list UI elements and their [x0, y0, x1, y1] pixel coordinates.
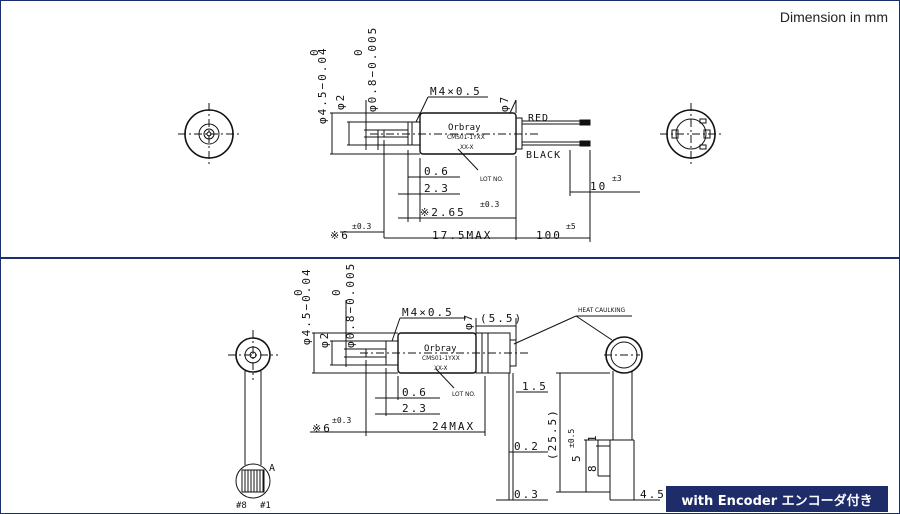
top-lot-label: LOT NO.	[480, 175, 504, 183]
bottom-dim-phi45: φ4.5−0.04	[300, 267, 313, 345]
bottom-dim-4-5: 4.5	[640, 488, 666, 501]
bottom-dim-24max: 24MAX	[432, 420, 475, 433]
bottom-lot-label: LOT NO.	[452, 390, 476, 398]
bottom-dim-0-2: 0.2	[514, 440, 540, 453]
bottom-dim-5-tol: ±0.5	[567, 429, 576, 448]
top-dim-phi7: φ7	[498, 95, 511, 112]
wire-red-label: RED	[528, 113, 549, 124]
bottom-dim-5: 5	[570, 453, 583, 462]
bottom-dim-6: ※6	[312, 422, 332, 435]
top-dim-100-tol: ±5	[566, 222, 576, 231]
bottom-dim-1-5: 1.5	[522, 380, 548, 393]
top-dim-phi45-tol: 0	[308, 47, 321, 56]
top-dim-10-tol: ±3	[612, 174, 622, 183]
top-model-label: CMS01-1YXX	[447, 133, 485, 141]
top-dim-2-65-tol: ±0.3	[480, 200, 499, 209]
top-dim-10: 10	[590, 180, 607, 193]
bottom-dim-0-6: 0.6	[402, 386, 428, 399]
bottom-dimension-lines	[310, 300, 660, 501]
pin-a-label: A	[269, 463, 275, 474]
section-divider	[0, 257, 900, 259]
encoder-badge: with Encoder エンコーダ付き	[666, 486, 888, 512]
wire-black-label: BLACK	[526, 150, 561, 161]
bottom-brand-label: Orbray	[424, 344, 457, 354]
top-dim-phi45: φ4.5−0.04	[316, 46, 329, 124]
bottom-dim-6-tol: ±0.3	[332, 416, 351, 425]
bottom-dim-phi45-tol: 0	[292, 287, 305, 296]
bottom-dim-phi08: φ0.8−0.005	[344, 262, 357, 348]
top-dim-2-3: 2.3	[424, 182, 450, 195]
top-dim-phi08: φ0.8−0.005	[366, 26, 379, 112]
bottom-front-view	[228, 330, 278, 499]
top-dim-phi08-tol: 0	[352, 47, 365, 56]
bottom-motor-side-view	[360, 332, 530, 501]
heat-caulking-label: HEAT CAULKING	[578, 306, 626, 314]
bottom-variant-label: XX-X	[434, 364, 447, 372]
bottom-dim-phi08-tol: 0	[330, 287, 343, 296]
top-dim-2-65: ※2.65	[420, 206, 466, 219]
bottom-dim-phi2: φ2	[318, 331, 331, 348]
bottom-dim-0-3: 0.3	[514, 488, 540, 501]
top-dim-phi2: φ2	[334, 93, 347, 110]
bottom-dim-2-3: 2.3	[402, 402, 428, 415]
top-front-view	[178, 103, 240, 165]
top-dim-100: 100	[536, 229, 562, 242]
top-motor-side-view	[370, 112, 591, 171]
top-dim-6-tol: ±0.3	[352, 222, 371, 231]
top-dim-6: ※6	[330, 229, 350, 242]
bottom-dim-phi7: φ7	[462, 313, 475, 330]
bottom-labels: φ4.5−0.04 0 φ2 φ0.8−0.005 0 M4×0.5 φ7 (5…	[236, 262, 666, 511]
top-dim-0-6: 0.6	[424, 165, 450, 178]
bottom-dim-1: 1	[586, 433, 599, 442]
top-dim-17-5max: 17.5MAX	[432, 229, 492, 242]
bottom-model-label: CMS01-1YXX	[422, 354, 460, 362]
pin-8-label: #8	[236, 501, 247, 511]
bottom-dim-5-5: (5.5)	[480, 312, 523, 325]
bottom-dim-25-5: (25.5)	[546, 408, 559, 460]
top-dim-thread: M4×0.5	[430, 85, 482, 98]
top-variant-label: XX-X	[460, 143, 473, 151]
top-brand-label: Orbray	[448, 123, 481, 133]
pin-1-label: #1	[260, 501, 271, 511]
top-rear-view	[660, 103, 722, 165]
bottom-dim-thread: M4×0.5	[402, 306, 454, 319]
unit-note: Dimension in mm	[779, 9, 888, 25]
top-dimension-lines	[330, 96, 640, 242]
bottom-dim-8: 8	[586, 463, 599, 472]
top-labels: φ4.5−0.04 0 φ2 φ0.8−0.005 0 M4×0.5 φ7 RE…	[308, 26, 622, 242]
